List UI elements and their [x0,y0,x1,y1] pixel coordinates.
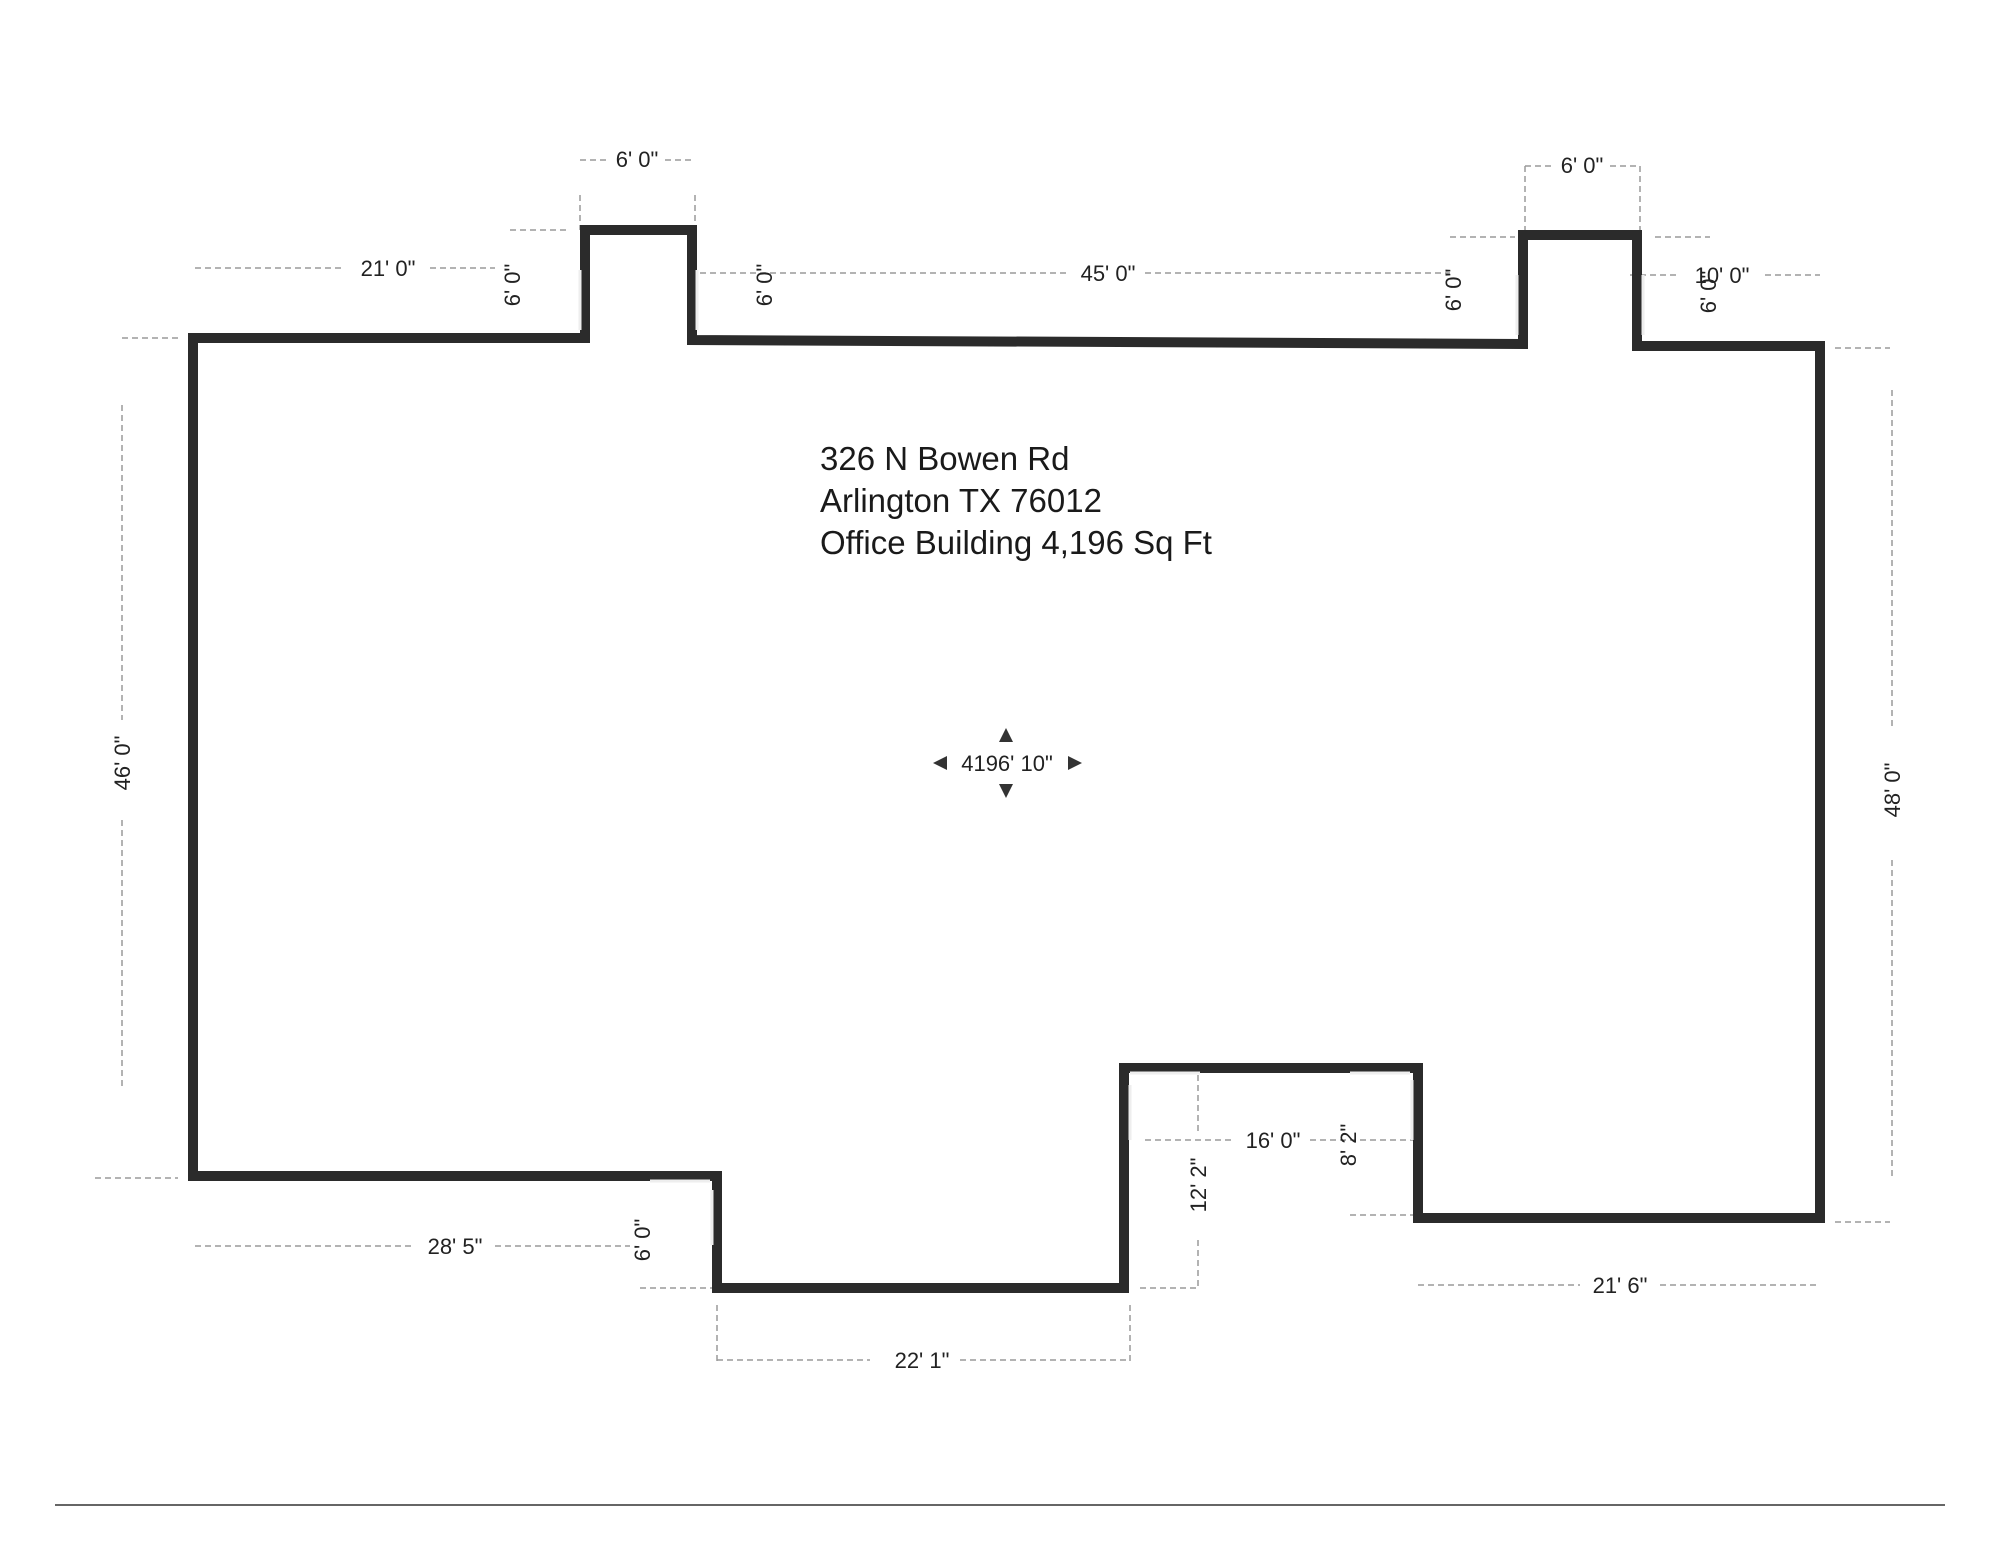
building-outline [188,225,1825,1293]
dim-top-right-run: 10' 0" [1695,263,1750,288]
dim-recess-step: 8' 2" [1336,1124,1361,1167]
dim-top-left-run: 21' 0" [361,256,416,281]
dim-right-height: 48' 0" [1880,763,1905,818]
arrow-right-icon [1068,756,1082,770]
dim-bottom-right-run: 21' 6" [1593,1273,1648,1298]
dim-bottom-left-run: 28' 5" [428,1234,483,1259]
window-markers [578,270,1645,1245]
dim-notch1-right-depth: 6' 0" [752,264,777,307]
arrow-up-icon [999,728,1013,742]
dim-top-left-notch-width: 6' 0" [616,147,659,172]
dim-recess-width: 16' 0" [1246,1128,1301,1153]
dim-notch1-left-depth: 6' 0" [500,264,525,307]
dim-recess-depth: 12' 2" [1186,1158,1211,1213]
dim-notch2-left-depth: 6' 0" [1441,269,1466,312]
building-description: Office Building 4,196 Sq Ft [820,524,1212,561]
dimension-lines [55,159,1945,1506]
area-label: 4196' 10" [961,751,1053,776]
dim-bottom-step-depth: 6' 0" [630,1219,655,1262]
dim-top-middle-run: 45' 0" [1081,261,1136,286]
dim-bottom-center-run: 22' 1" [895,1348,950,1373]
address-line-2: Arlington TX 76012 [820,482,1102,519]
dimension-labels: 6' 0" 6' 0" 21' 0" 45' 0" 10' 0" 28' 5" … [110,147,1905,1373]
arrow-down-icon [999,784,1013,798]
arrow-left-icon [933,756,947,770]
dim-left-height: 46' 0" [110,736,135,791]
dim-top-right-notch-width: 6' 0" [1561,153,1604,178]
dim-notch2-right-depth: 6' 0" [1696,271,1721,314]
address-line-1: 326 N Bowen Rd [820,440,1069,477]
area-marker: 4196' 10" [933,728,1082,798]
